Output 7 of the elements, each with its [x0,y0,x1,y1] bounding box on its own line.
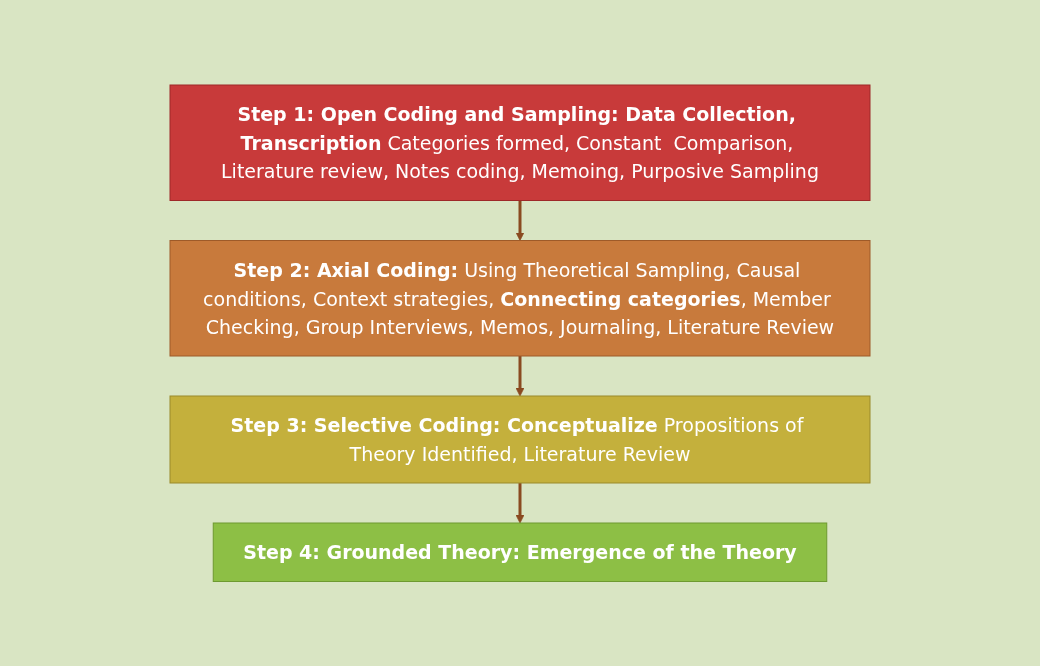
node-box: Step 3: Selective Coding: Conceptualize Propositions of Theory Identified, Literature Review [169,395,871,484]
node-box: Step 2: Axial Coding: Using Theoretical Sampling, Causal conditions, Context strategies, Connecting categories, Member Checking, Group Interviews, Memos, Journaling, Literature Review [169,239,871,357]
node-box: Step 4: Grounded Theory: Emergence of the Theory [212,522,828,582]
arrow [515,482,525,524]
node-box: Step 1: Open Coding and Sampling: Data Collection, Transcription Categories formed, Constant Comparison, Literature review, Notes coding, Memoing, Purposive Sampling [169,84,871,201]
arrow [515,355,525,397]
arrow [515,200,525,241]
